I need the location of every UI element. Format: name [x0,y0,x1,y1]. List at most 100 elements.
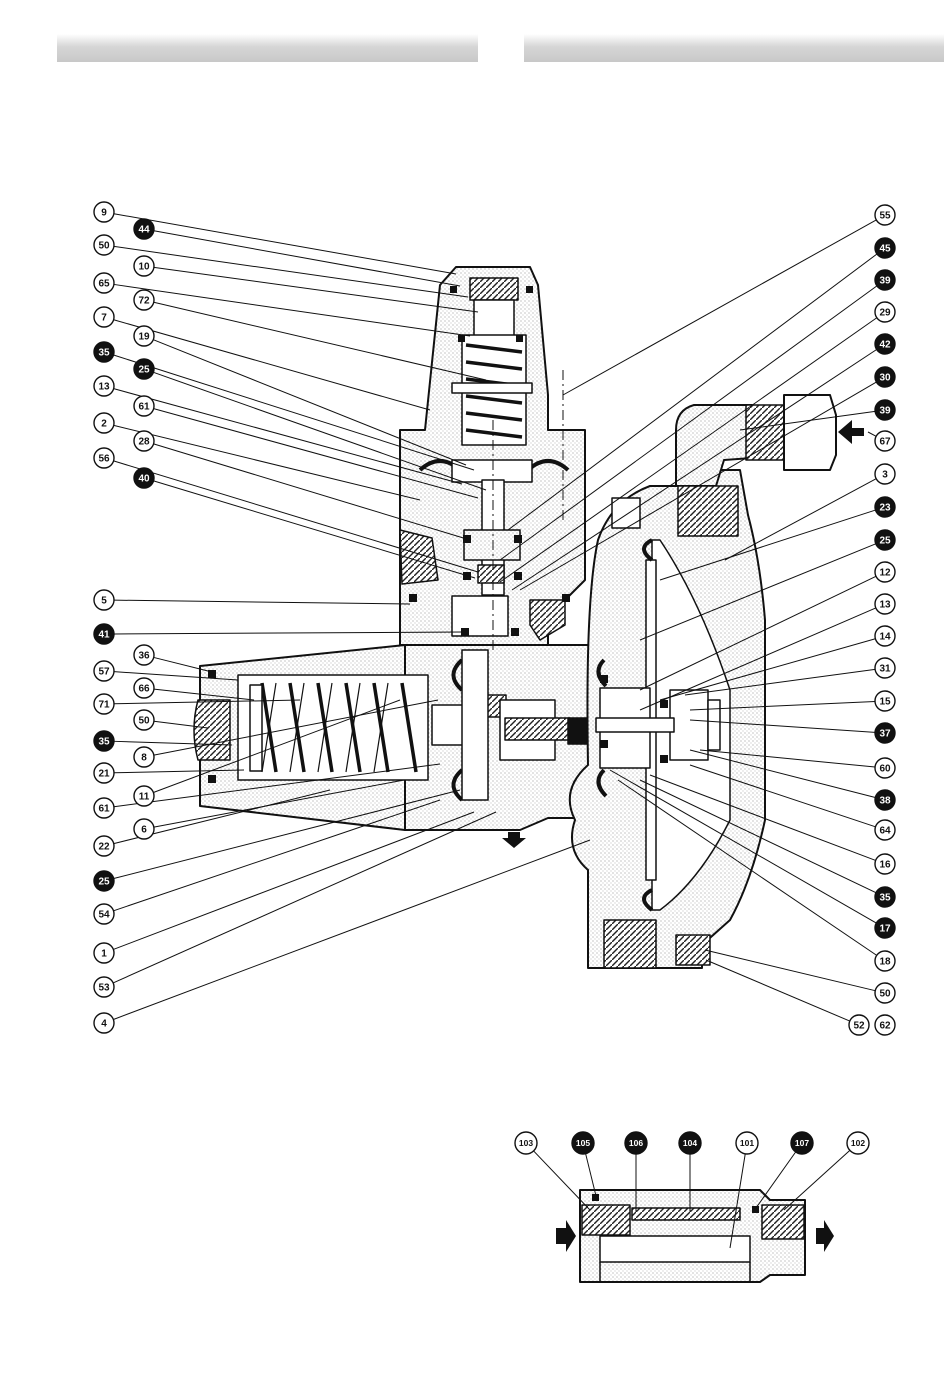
part-label-61: 61 [134,396,154,416]
part-label-61: 61 [94,798,114,818]
part-number: 10 [138,262,150,273]
part-label-7: 7 [94,307,114,327]
outlet-arrow [502,832,526,848]
part-label-38: 38 [875,790,895,810]
part-label-17: 17 [875,918,895,938]
part-number: 2 [101,419,107,430]
part-number: 11 [139,792,150,803]
part-number: 30 [879,373,891,384]
part-label-16: 16 [875,854,895,874]
relief-plug [530,600,565,640]
part-number: 72 [138,296,150,307]
part-number: 18 [879,957,891,968]
part-label-40: 40 [134,468,154,488]
part-label-50: 50 [875,983,895,1003]
part-label-62: 62 [875,1015,895,1035]
part-number: 39 [879,406,891,417]
part-number: 15 [879,697,891,708]
leader-line [114,246,468,297]
part-label-60: 60 [875,758,895,778]
part-label-15: 15 [875,691,895,711]
part-number: 7 [101,313,107,324]
part-number: 35 [98,348,110,359]
part-number: 1 [101,949,107,960]
part-label-14: 14 [875,626,895,646]
diaphragm-disk-left [462,650,488,800]
part-label-3: 3 [875,464,895,484]
part-number: 13 [98,382,110,393]
part-number: 16 [879,860,891,871]
part-label-67: 67 [875,431,895,451]
inlet-arrow [838,420,864,444]
valve-seat-upper [464,530,520,560]
part-number: 12 [879,568,891,579]
stem-right [596,718,674,732]
part-label-30: 30 [875,367,895,387]
part-label-13: 13 [94,376,114,396]
part-number: 8 [141,753,147,764]
part-number: 39 [879,276,891,287]
part-label-50: 50 [134,710,154,730]
part-label-5: 5 [94,590,114,610]
part-number: 35 [879,893,891,904]
part-label-72: 72 [134,290,154,310]
part-number: 6 [141,825,147,836]
part-number: 50 [138,716,150,727]
part-number: 4 [101,1019,107,1030]
part-label-41: 41 [94,624,114,644]
part-number: 22 [98,842,110,853]
part-number: 21 [98,769,110,780]
part-number: 19 [138,332,150,343]
part-label-4: 4 [94,1013,114,1033]
part-number: 56 [98,454,110,465]
bottom-plug [676,935,710,965]
part-number: 25 [138,365,150,376]
part-number: 3 [882,470,888,481]
leader-line [706,960,850,1021]
spring-plate-left [250,685,262,771]
leader-line [113,800,440,911]
bottom-thread [604,920,656,968]
part-number: 13 [879,600,891,611]
valve-orifice [478,565,504,583]
part-label-36: 36 [134,645,154,665]
part-number: 71 [98,700,110,711]
part-number: 44 [138,225,150,236]
part-label-19: 19 [134,326,154,346]
part-label-11: 11 [134,786,154,806]
part-label-55: 55 [875,205,895,225]
part-number: 9 [101,208,107,219]
part-number: 17 [879,924,891,935]
part-label-39: 39 [875,270,895,290]
part-label-64: 64 [875,820,895,840]
leader-line [563,220,876,395]
part-label-29: 29 [875,302,895,322]
part-label-45: 45 [875,238,895,258]
nut [670,690,708,760]
part-label-28: 28 [134,431,154,451]
part-number: 66 [138,684,150,695]
part-label-23: 23 [875,497,895,517]
part-number: 64 [879,826,891,837]
left-spring-chamber [238,675,428,780]
part-number: 41 [98,630,110,641]
part-label-35: 35 [875,887,895,907]
stem-thread-right [505,718,570,740]
part-label-31: 31 [875,658,895,678]
part-label-53: 53 [94,977,114,997]
part-label-25: 25 [875,530,895,550]
part-number: 14 [879,632,891,643]
part-label-52: 52 [849,1015,869,1035]
part-number: 38 [879,796,891,807]
end-plug-thread [194,700,230,760]
valve-block [452,596,508,636]
part-label-35: 35 [94,342,114,362]
part-number: 61 [138,402,150,413]
part-number: 45 [879,244,891,255]
part-number: 61 [98,804,110,815]
upper-diaphragm-plate [452,460,532,482]
elbow-thread-down [678,486,738,536]
part-number: 53 [98,983,110,994]
part-number: 36 [138,651,150,662]
part-label-44: 44 [134,219,154,239]
